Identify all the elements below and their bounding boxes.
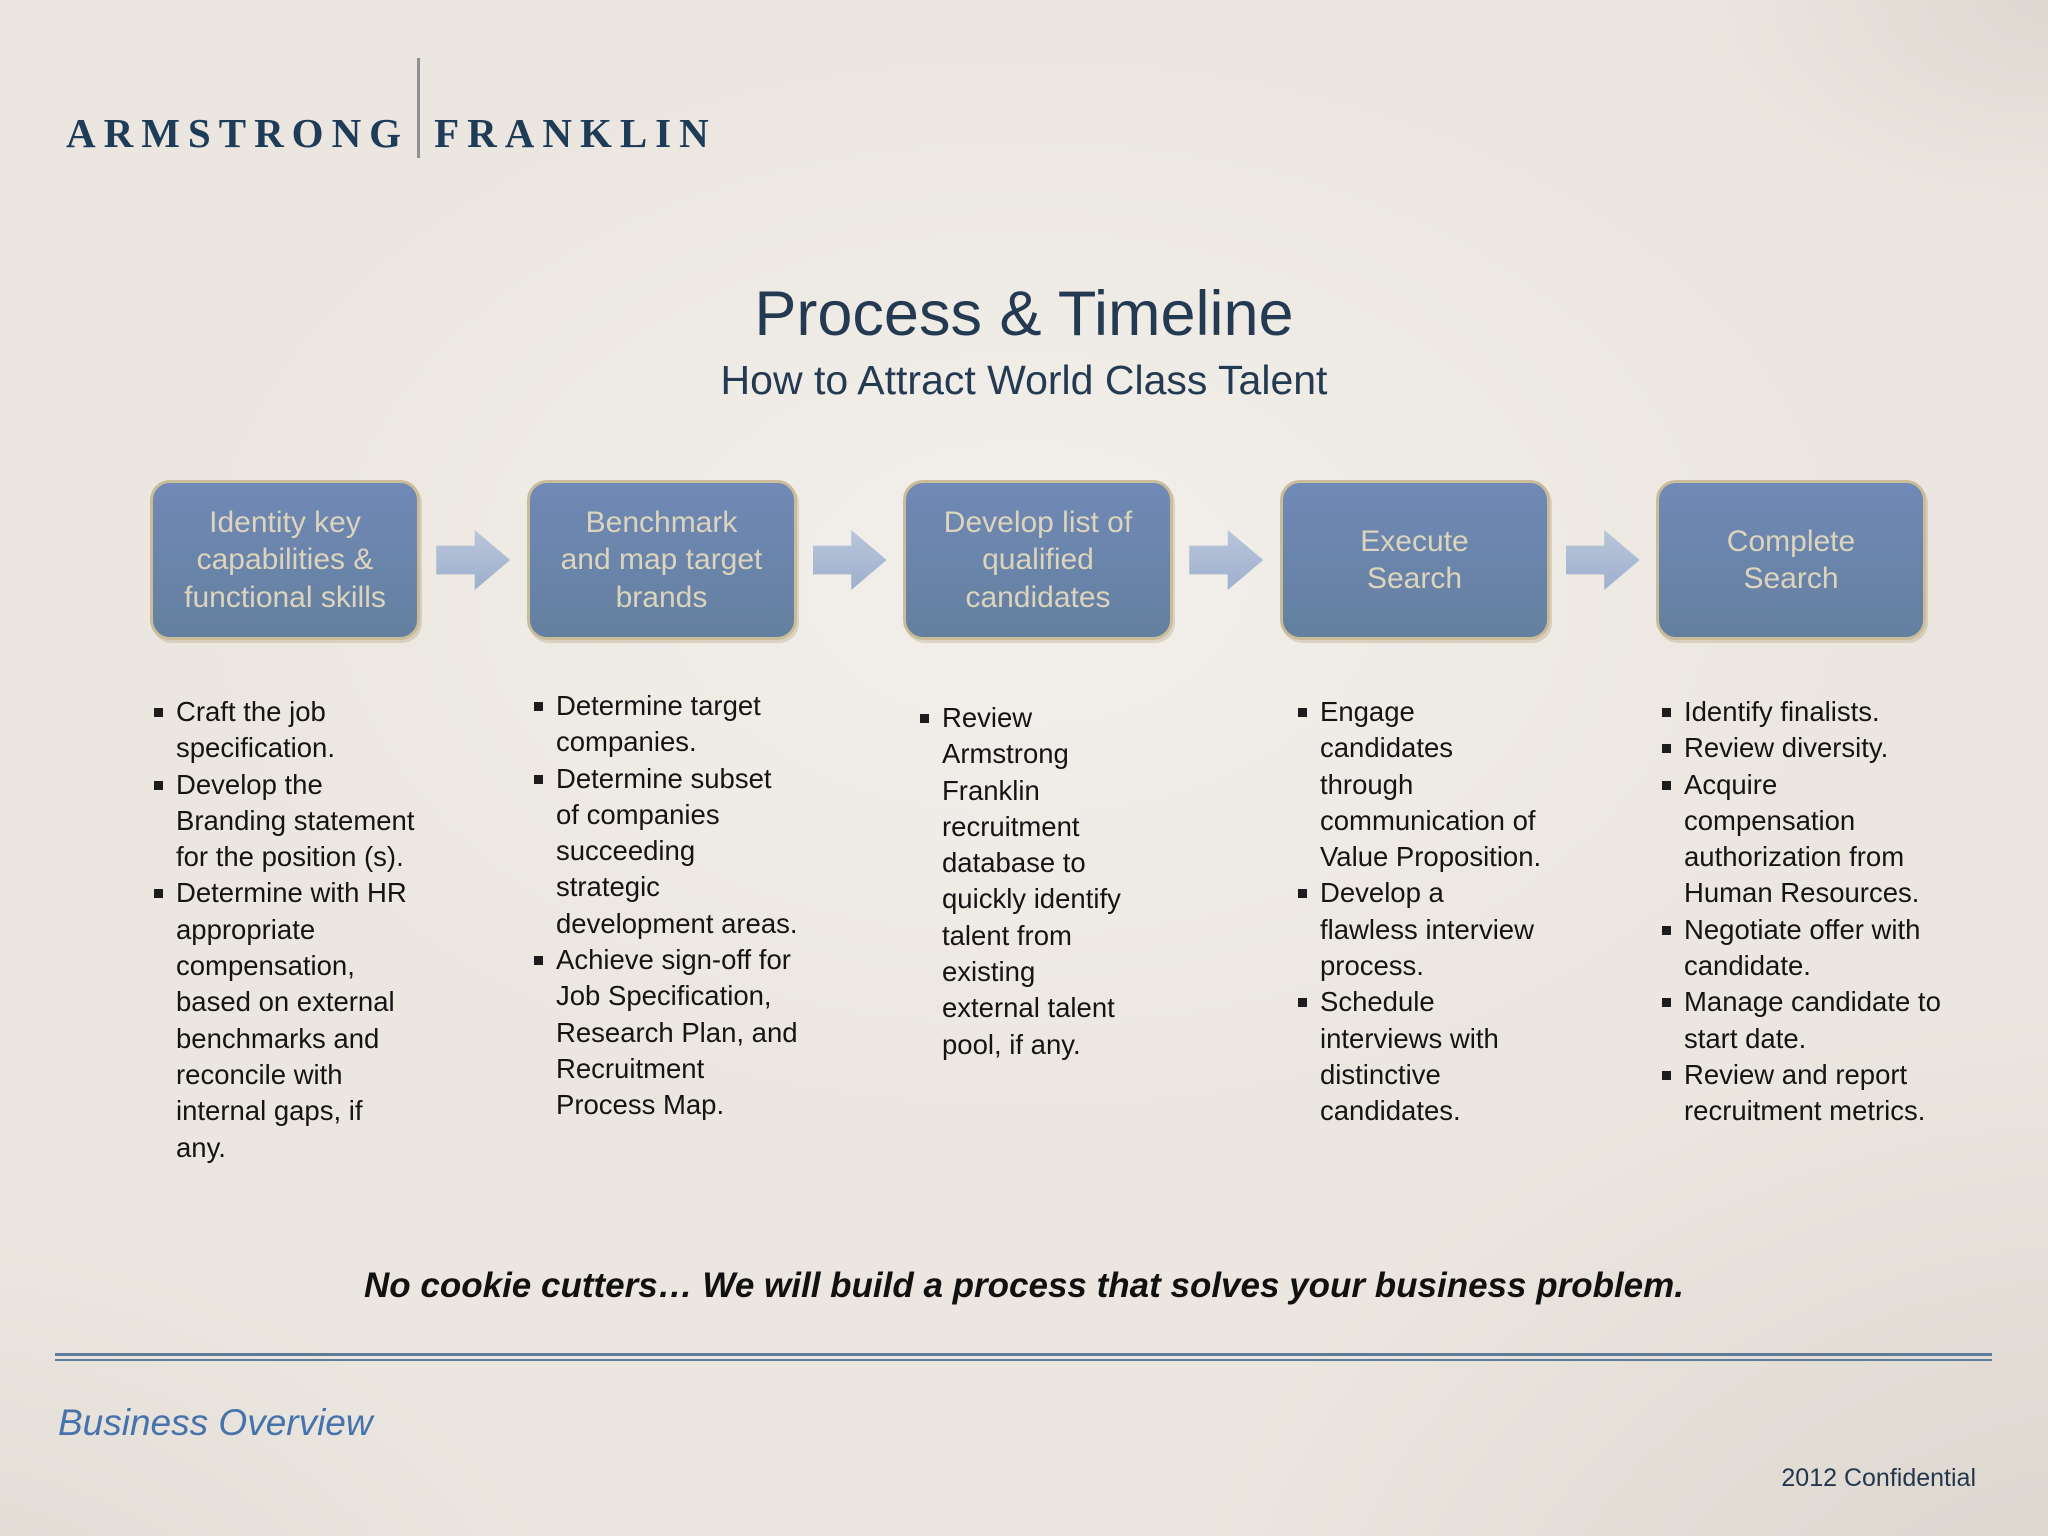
arrow-right-icon xyxy=(1565,530,1640,590)
step-1-bullets: Craft the job specification. Develop the… xyxy=(152,694,424,1166)
bullet-item: Craft the job specification. xyxy=(152,694,424,767)
logo-right-word: FRANKLIN xyxy=(434,110,717,156)
page-subtitle: How to Attract World Class Talent xyxy=(720,357,1328,404)
step-5-bullets: Identify finalists. Review diversity. Ac… xyxy=(1660,694,1952,1130)
bullet-item: Acquire compensation authorization from … xyxy=(1660,767,1952,912)
process-step-box-5: Complete Search xyxy=(1656,480,1926,640)
arrow-right-icon xyxy=(812,530,887,590)
process-step-title: Benchmark and map target brands xyxy=(560,505,763,614)
step-3-bullets: Review Armstrong Franklin recruitment da… xyxy=(918,700,1160,1063)
key-message: No cookie cutters… We will build a proce… xyxy=(364,1266,1684,1305)
bullet-item: Determine with HR appropriate compensati… xyxy=(152,875,424,1165)
bullet-item: Manage candidate to start date. xyxy=(1660,984,1952,1057)
logo-divider-bar xyxy=(417,58,421,158)
bullet-item: Develop the Branding statement for the p… xyxy=(152,767,424,876)
arrow-right-icon xyxy=(436,530,511,590)
bullet-item: Engage candidates through communication … xyxy=(1296,694,1568,875)
process-flow-row: Identity key capabilities & functional s… xyxy=(150,480,1926,640)
bullet-item: Schedule interviews with distinctive can… xyxy=(1296,984,1568,1129)
process-step-box-4: Execute Search xyxy=(1279,480,1550,640)
page-title: Process & Timeline xyxy=(754,279,1294,349)
step-4-bullets: Engage candidates through communication … xyxy=(1296,694,1568,1130)
process-step-title: Execute Search xyxy=(1360,524,1469,596)
footer-divider-lines xyxy=(55,1353,1992,1361)
process-step-box-1: Identity key capabilities & functional s… xyxy=(150,480,420,640)
confidential-label: 2012 Confidential xyxy=(1781,1464,1976,1492)
bullet-item: Review diversity. xyxy=(1660,730,1952,766)
section-label: Business Overview xyxy=(58,1402,373,1443)
process-step-title: Identity key capabilities & functional s… xyxy=(184,505,386,614)
bullet-item: Achieve sign-off for Job Specification, … xyxy=(532,942,814,1123)
bullet-item: Identify finalists. xyxy=(1660,694,1952,730)
process-step-title: Complete Search xyxy=(1726,524,1856,596)
bullet-item: Review and report recruitment metrics. xyxy=(1660,1057,1952,1130)
logo-left-word: ARMSTRONG xyxy=(66,110,410,156)
slide-header: Process & Timeline How to Attract World … xyxy=(0,279,2048,404)
bullet-item: Determine target companies. xyxy=(532,688,814,761)
process-step-box-3: Develop list of qualified candidates xyxy=(903,480,1173,640)
bullet-item: Determine subset of companies succeeding… xyxy=(532,761,814,942)
process-step-box-2: Benchmark and map target brands xyxy=(526,480,797,640)
process-step-title: Develop list of qualified candidates xyxy=(943,505,1133,614)
step-2-bullets: Determine target companies. Determine su… xyxy=(532,688,814,1124)
bullet-item: Develop a flawless interview process. xyxy=(1296,875,1568,984)
bullet-item: Review Armstrong Franklin recruitment da… xyxy=(918,700,1160,1063)
bullet-item: Negotiate offer with candidate. xyxy=(1660,912,1952,985)
company-logo: ARMSTRONG FRANKLIN xyxy=(66,58,717,158)
arrow-right-icon xyxy=(1189,530,1264,590)
